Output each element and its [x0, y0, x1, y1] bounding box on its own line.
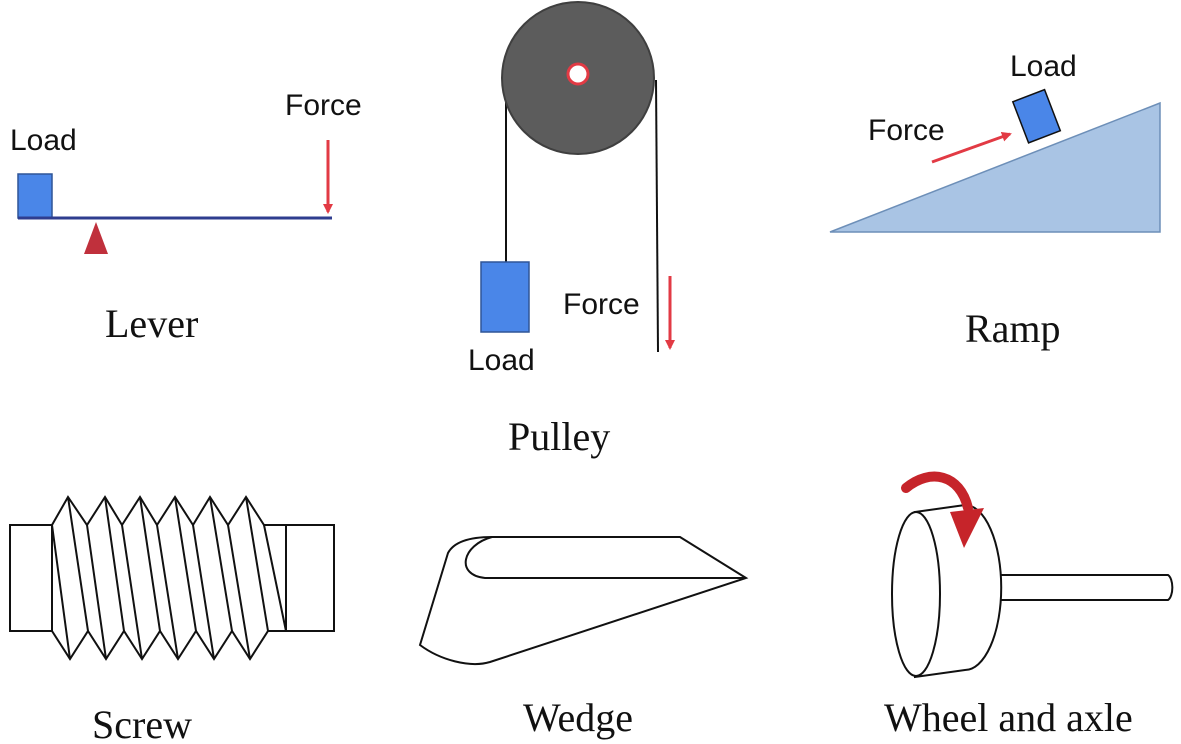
lever-figure: Load Force Lever: [10, 89, 362, 346]
pulley-right-rope: [655, 79, 659, 353]
rotation-arrow: [901, 471, 973, 513]
lever-caption: Lever: [105, 301, 198, 346]
pulley-figure: Load Force Pulley: [468, 1, 675, 459]
ramp-force-label: Force: [868, 114, 945, 147]
pulley-force-label: Force: [563, 288, 640, 321]
lever-force-label: Force: [285, 89, 362, 122]
wheel-axle-figure: Wheel and axle: [884, 471, 1174, 740]
wedge-body: [418, 536, 749, 666]
ramp-incline: [829, 101, 1161, 233]
wedge-top-face-edge: [464, 536, 746, 579]
wheel-face: [891, 511, 941, 677]
screw-caption: Screw: [92, 702, 192, 744]
wheel-axle-caption: Wheel and axle: [884, 695, 1133, 740]
screw-figure: Screw: [9, 495, 335, 744]
wedge-caption: Wedge: [523, 695, 633, 740]
ramp-caption: Ramp: [965, 306, 1061, 351]
screw-thread-outline: [51, 495, 286, 661]
wheel-axle-shaft: [990, 574, 1174, 601]
ramp-load-label: Load: [1010, 50, 1077, 83]
lever-load-box: [17, 173, 53, 219]
pulley-load-box: [480, 261, 530, 333]
screw-thread-lines: [51, 496, 287, 660]
wedge-figure: Wedge: [418, 536, 749, 740]
screw-right-shaft: [285, 524, 335, 632]
pulley-load-label: Load: [468, 344, 535, 377]
rotation-arrow-head: [950, 508, 984, 548]
lever-fulcrum: [84, 222, 108, 254]
pulley-caption: Pulley: [508, 414, 610, 459]
ramp-force-arrow: [931, 131, 1012, 164]
lever-load-label: Load: [10, 124, 77, 157]
pulley-axle: [566, 62, 590, 86]
screw-left-shaft: [9, 524, 53, 632]
ramp-load-box: [1011, 88, 1062, 144]
ramp-figure: Load Force Ramp: [829, 50, 1161, 351]
